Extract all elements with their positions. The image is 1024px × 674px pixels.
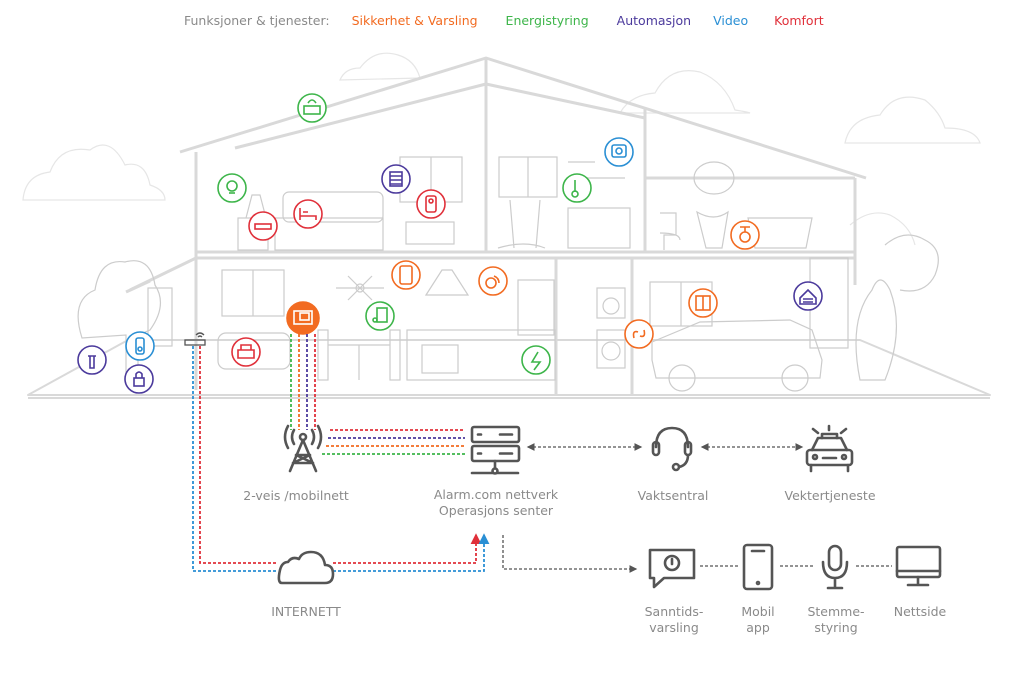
internet-server-blue	[333, 533, 490, 572]
cell-tower-icon	[283, 424, 323, 473]
server-endpoints-link	[502, 535, 638, 573]
cloud-right	[844, 96, 981, 144]
server-label-line1: Alarm.com nettverk	[433, 487, 559, 502]
guard-label: Vektertjeneste	[784, 488, 876, 503]
cloud-left	[22, 144, 166, 201]
doorbell-camera-icon[interactable]	[125, 331, 155, 361]
roof-left	[179, 56, 867, 180]
security-car-icon	[805, 424, 854, 473]
alert-bubble-icon	[648, 548, 696, 589]
internet-server-red	[333, 533, 482, 564]
solar-panel-icon[interactable]	[297, 93, 327, 123]
endpoint-web-line1: Nettside	[893, 604, 947, 619]
energy-meter-icon[interactable]	[521, 345, 551, 375]
control-panel-icon[interactable]	[286, 301, 320, 335]
connection-lines	[192, 334, 892, 573]
router-icon	[184, 332, 206, 346]
endpoint-alerts-line2: varsling	[649, 620, 699, 635]
cloud-icon	[277, 550, 335, 585]
legend-video: Video	[713, 12, 749, 28]
router-internet-red	[199, 346, 278, 564]
cloud-right-low	[849, 212, 916, 246]
endpoint-mobile-line1: Mobil	[741, 604, 775, 619]
clouds	[22, 52, 981, 246]
smoke-detector-icon[interactable]	[478, 266, 508, 296]
legend: Funksjoner & tjenester: Sikkerhet & Vars…	[184, 10, 824, 30]
house-structure	[27, 56, 991, 399]
cloud-top	[339, 52, 421, 81]
mobile-phone-icon	[742, 543, 774, 591]
monitor-icon	[895, 545, 942, 587]
bed-sensor-icon[interactable]	[248, 211, 278, 241]
endpoint-mobile-line2: app	[746, 620, 770, 635]
window-sensor-icon[interactable]	[688, 288, 718, 318]
legend-comfort: Komfort	[774, 12, 824, 28]
legend-prefix: Funksjoner & tjenester:	[184, 12, 330, 28]
router-internet-blue	[192, 346, 278, 572]
legend-energy: Energistyring	[505, 12, 589, 28]
window-blinds-icon[interactable]	[381, 164, 411, 194]
sprinkler-icon[interactable]	[77, 345, 107, 375]
server-label-line2: Operasjons senter	[438, 503, 554, 518]
temperature-sensor-icon[interactable]	[365, 301, 395, 331]
bed-icon[interactable]	[293, 199, 323, 229]
internet-label: INTERNETT	[271, 604, 341, 619]
video-camera-icon[interactable]	[604, 137, 634, 167]
tower-label: 2-veis /mobilnett	[243, 488, 349, 503]
furniture	[77, 156, 939, 392]
headset-icon	[651, 426, 693, 472]
smart-bulb-icon[interactable]	[217, 173, 247, 203]
microphone-icon	[821, 544, 849, 590]
armchair-icon[interactable]	[231, 337, 261, 367]
thermometer-icon[interactable]	[562, 173, 592, 203]
device-icons	[77, 93, 823, 394]
server-icon	[470, 425, 521, 475]
flood-sensor-icon[interactable]	[624, 319, 654, 349]
smart-speaker-icon[interactable]	[416, 189, 446, 219]
endpoint-voice-line2: styring	[814, 620, 858, 635]
thermostat-icon[interactable]	[391, 260, 421, 290]
endpoint-voice-line1: Stemme-	[807, 604, 865, 619]
cloud-mid	[618, 70, 751, 114]
legend-security: Sikkerhet & Varsling	[351, 12, 478, 28]
headset-label: Vaktsentral	[637, 488, 709, 503]
endpoint-alerts-line1: Sanntids-	[644, 604, 704, 619]
garage-door-icon[interactable]	[793, 281, 823, 311]
smart-lock-icon[interactable]	[124, 364, 154, 394]
legend-automation: Automasjon	[616, 12, 692, 28]
water-valve-icon[interactable]	[730, 220, 760, 250]
